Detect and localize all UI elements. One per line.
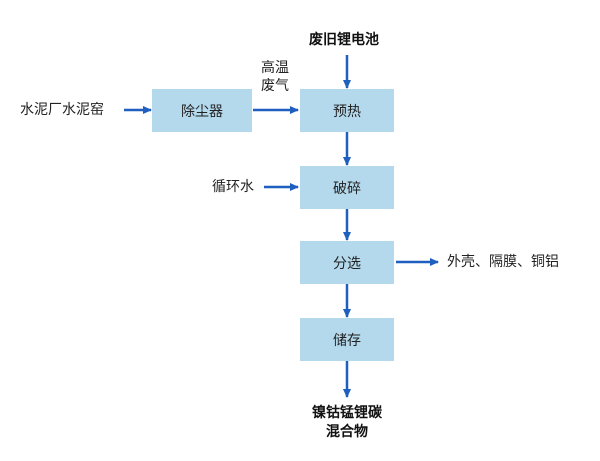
- box-storage: 储存: [300, 318, 394, 361]
- box-crush: 破碎: [300, 166, 394, 209]
- label-byproducts: 外壳、隔膜、铜铝: [447, 254, 559, 270]
- box-sort: 分选: [300, 241, 394, 284]
- label-product-line1: 镍钴锰锂碳: [312, 405, 382, 421]
- label-waste-battery: 废旧锂电池: [309, 32, 379, 48]
- label-product-line2: 混合物: [326, 424, 368, 440]
- label-circulating-water: 循环水: [212, 179, 254, 195]
- box-dust-remover: 除尘器: [152, 89, 252, 132]
- label-hot-gas-line2: 废气: [261, 78, 289, 94]
- label-cement-kiln: 水泥厂水泥窑: [20, 102, 104, 118]
- label-hot-gas-line1: 高温: [261, 60, 289, 76]
- box-preheat: 预热: [300, 89, 394, 132]
